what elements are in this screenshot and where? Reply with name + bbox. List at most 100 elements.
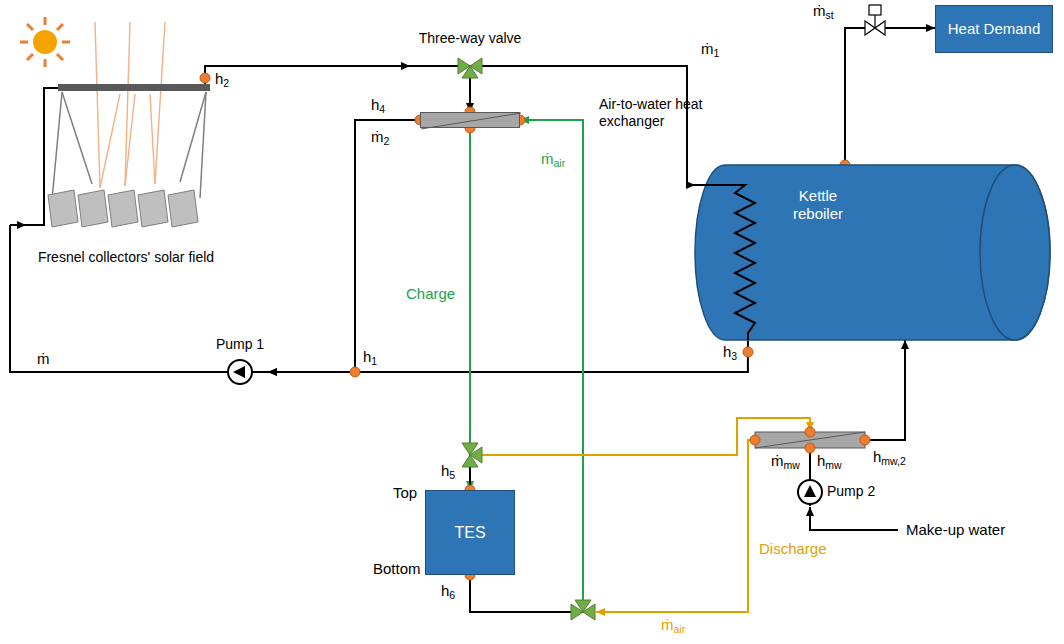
node-label: Fresnel collectors' solar field [26,249,226,266]
drawing-circle [750,435,760,445]
collector-frame [52,92,206,200]
pump: Pump 1 [212,336,268,386]
state-label: h5 [440,462,456,480]
flow-label: ṁ1 [700,40,720,58]
pump: Pump 2 [795,478,905,506]
drawing-line [95,22,100,188]
state-label: h2 [214,70,230,88]
node-label: TES [454,523,485,542]
drawing-rect [869,5,881,15]
drawing-path [695,165,1050,340]
subscript: air [554,157,566,169]
state-label: h1 [362,348,378,366]
solar-field: Fresnel collectors' solar field [26,78,226,268]
drawing-line [125,94,135,186]
tes-tank: TES [425,490,515,575]
heat-exchanger: Air-to-water heat exchanger [420,112,520,128]
three-way-valve-symbol [462,443,482,467]
drawing-polygon [108,190,138,227]
drawing-line [44,59,47,67]
subscript: 5 [449,469,455,481]
flow-label: ṁ [36,350,51,368]
node-label: Heat Demand [948,20,1041,38]
subscript: mw [825,459,841,471]
drawing-line [62,41,70,44]
drawing-line [150,94,155,184]
drawing-ellipse [980,165,1050,340]
drawing-polygon [78,190,108,227]
node-outline [421,113,519,127]
subscript: 3 [731,350,737,362]
drawing-circle [860,435,870,445]
drawing-polygon [168,190,198,227]
node-outline [695,165,1050,340]
drawing-line [20,41,28,44]
node-label: Three-way valve [410,30,530,47]
pipe-connector [268,120,420,372]
subscript: mw,2 [881,455,906,467]
drawing-line [44,17,47,25]
drawing-polygon [462,66,478,78]
tes-bottom-pipe [470,575,583,612]
drawing-circle [805,427,815,437]
subscript: 1 [371,355,377,367]
pipe-connector [205,66,410,78]
drawing-line [27,24,33,30]
pipe-connector [845,28,935,165]
drawing-polygon [470,447,482,463]
subscript: air [674,623,686,635]
state-label: hmw [816,452,843,470]
drawing-circle [743,347,753,357]
sun-icon [20,17,70,67]
heat-demand-box: Heat Demand [935,5,1053,53]
receiver-tube [58,84,210,91]
drawing-line [57,54,63,60]
drawing-circle [228,360,252,384]
state-label: ṁair [660,616,686,634]
flow-label: ṁst [812,2,835,20]
state-label: h4 [370,96,386,114]
fresnel-mirrors [48,190,198,227]
drawing-line [155,22,165,184]
drawing-line [62,92,92,184]
state-label: ṁmw [770,452,801,470]
drawing-line [27,54,33,60]
flow-label: ṁair [540,150,566,168]
subscript: 4 [379,103,385,115]
state-label: Top [392,484,418,502]
pipe-connector [10,225,212,372]
drawing-line [421,113,521,129]
drawing-g [458,58,482,78]
node-label: Pump 2 [827,483,875,500]
drawing-circle [200,73,210,83]
node-label: Kettle reboiler [773,187,863,223]
subscript: st [826,9,834,21]
drawing-polygon [48,190,78,227]
state-label: h6 [440,582,456,600]
subscript: 2 [384,135,390,147]
state-label: Discharge [758,540,828,558]
subscript: 2 [223,77,229,89]
node-label: Pump 1 [212,336,268,353]
node-label: Air-to-water heat exchanger [599,96,711,130]
pipe-connector [469,128,471,490]
drawing-polygon [583,604,595,620]
subscript: mw [784,459,800,471]
drawing-polyline [695,185,755,340]
drawing-polygon [138,190,168,227]
kettle-reboiler: Kettle reboiler [695,165,1050,340]
drawing-circle [33,30,57,54]
flow-label: ṁ2 [370,128,390,146]
pipe-connector [810,340,905,478]
subscript: 6 [449,589,455,601]
state-label: Make-up water [905,521,1006,539]
drawing-circle [798,480,822,504]
three-way-valve: Three-way valve [410,30,530,80]
drawing-polygon [233,366,245,378]
drawing-line [57,24,63,30]
drawing-circle [805,443,815,453]
discharge-air-return [596,440,755,612]
drawing-polygon [804,485,816,497]
